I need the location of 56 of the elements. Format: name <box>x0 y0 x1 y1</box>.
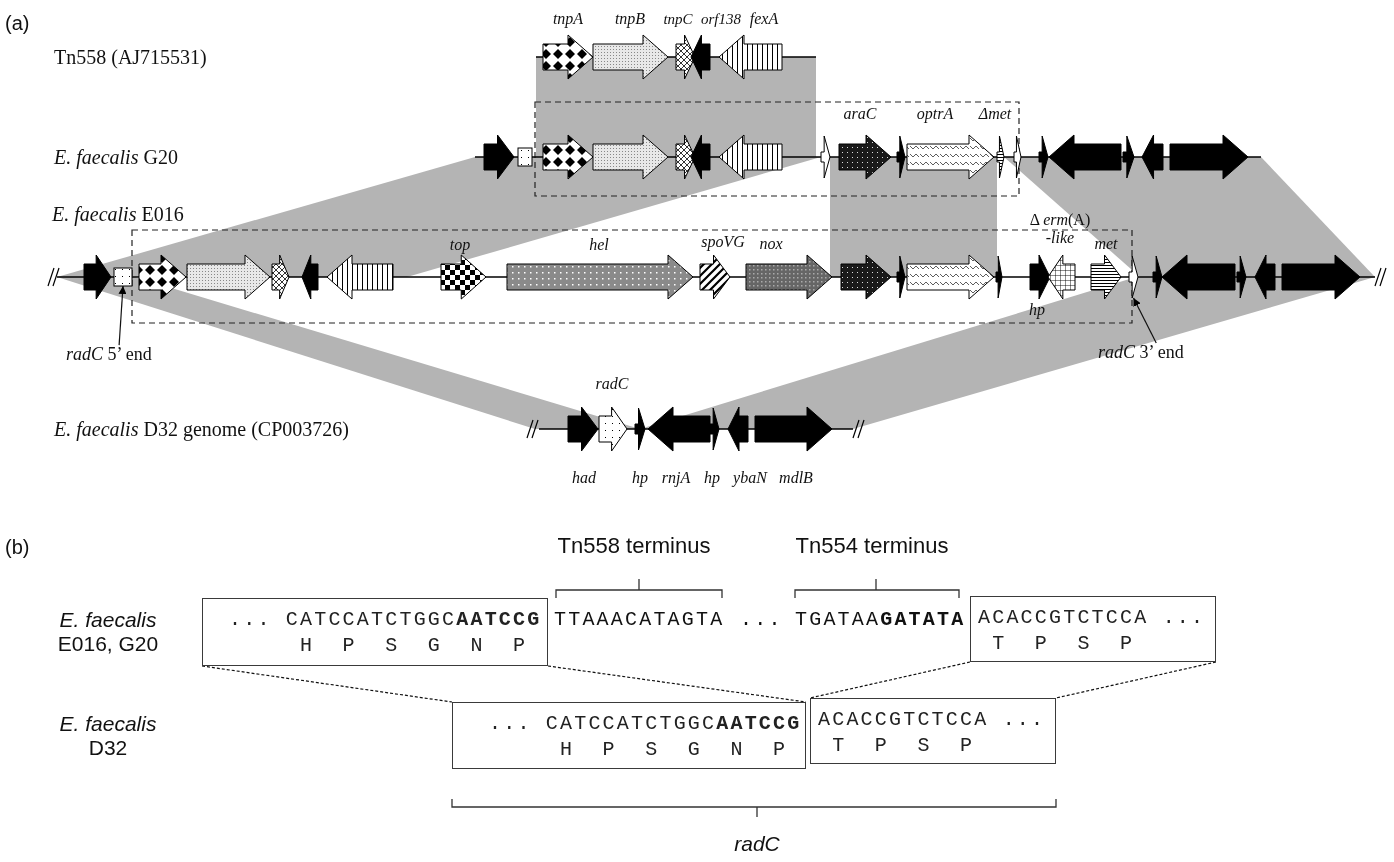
annotation-text: radC 3’ end <box>1098 342 1184 363</box>
gene-label: ybaN <box>733 469 767 487</box>
amino-acid-text: H P S G N P <box>560 737 788 763</box>
gene-label: mdlB <box>779 469 813 487</box>
ellipsis-text: ... <box>740 608 783 632</box>
gene-label: met <box>1094 235 1118 253</box>
gene-label: tnpA <box>552 10 584 28</box>
strain-label: E. faecalis D32 <box>58 712 158 760</box>
annotation-text: radC 5’ end <box>66 344 152 365</box>
sequence-box <box>970 596 1216 662</box>
leader-arrow <box>1132 297 1157 344</box>
sequence-box <box>452 702 806 769</box>
strain-label: E. faecalis E016, G20 <box>56 608 160 656</box>
gene-label: Δ erm(A) -like <box>1028 211 1092 247</box>
sequence-text: ACACCGTCTCCA ... <box>818 707 1046 733</box>
gene-label: nox <box>759 235 783 253</box>
panel-letter: (a) <box>5 11 30 35</box>
amino-acid-text: H P S G N P <box>300 633 528 659</box>
gene-label: radC <box>734 832 780 856</box>
gene-label: fexA <box>749 10 779 28</box>
track-label: Tn558 (AJ715531) <box>54 45 207 69</box>
gene-label: tnpB <box>614 10 646 28</box>
panel-letter: (b) <box>5 535 30 559</box>
sequence-box <box>202 598 548 666</box>
gene-label: hel <box>589 236 609 254</box>
gene-label: optrA <box>916 105 954 123</box>
track-label: E. faecalis D32 genome (CP003726) <box>54 417 349 441</box>
sequence-text: ACACCGTCTCCA ... <box>978 605 1206 631</box>
gene-label: hp <box>704 469 720 487</box>
leader-arrow <box>118 285 127 346</box>
gene-label: orf138 <box>701 10 741 28</box>
sequence-text: ... CATCCATCTGGCAATCCG <box>229 607 542 633</box>
zoom-line <box>1055 661 1217 699</box>
gene-label: hp <box>1029 301 1045 319</box>
gene-label: top <box>449 236 471 254</box>
amino-acid-text: T P S P <box>992 631 1135 657</box>
gene-label: hp <box>632 469 648 487</box>
gene-box <box>113 267 133 287</box>
gene-label: araC <box>843 105 877 123</box>
sequence-text: ... CATCCATCTGGCAATCCG <box>489 711 802 737</box>
terminus-heading: Tn558 terminus <box>557 533 711 559</box>
gene-arrow <box>1128 255 1139 299</box>
terminus-heading: Tn554 terminus <box>795 533 949 559</box>
zoom-line <box>809 661 971 699</box>
sequence-text: TTAAACATAGTA <box>554 608 725 632</box>
gene-label: rnjA <box>661 469 691 487</box>
gene-label: radC <box>595 375 629 393</box>
track-label: E. faecalis G20 <box>54 145 178 169</box>
sequence-text: TGATAAGATATA <box>795 608 966 632</box>
sequence-box <box>810 698 1056 764</box>
track-label: E. faecalis E016 <box>52 202 184 226</box>
amino-acid-text: T P S P <box>832 733 975 759</box>
gene-label: had <box>572 469 596 487</box>
gene-label: spoVG <box>701 233 745 251</box>
gene-label: Δmet <box>978 105 1012 123</box>
gene-label: tnpC <box>663 10 693 28</box>
